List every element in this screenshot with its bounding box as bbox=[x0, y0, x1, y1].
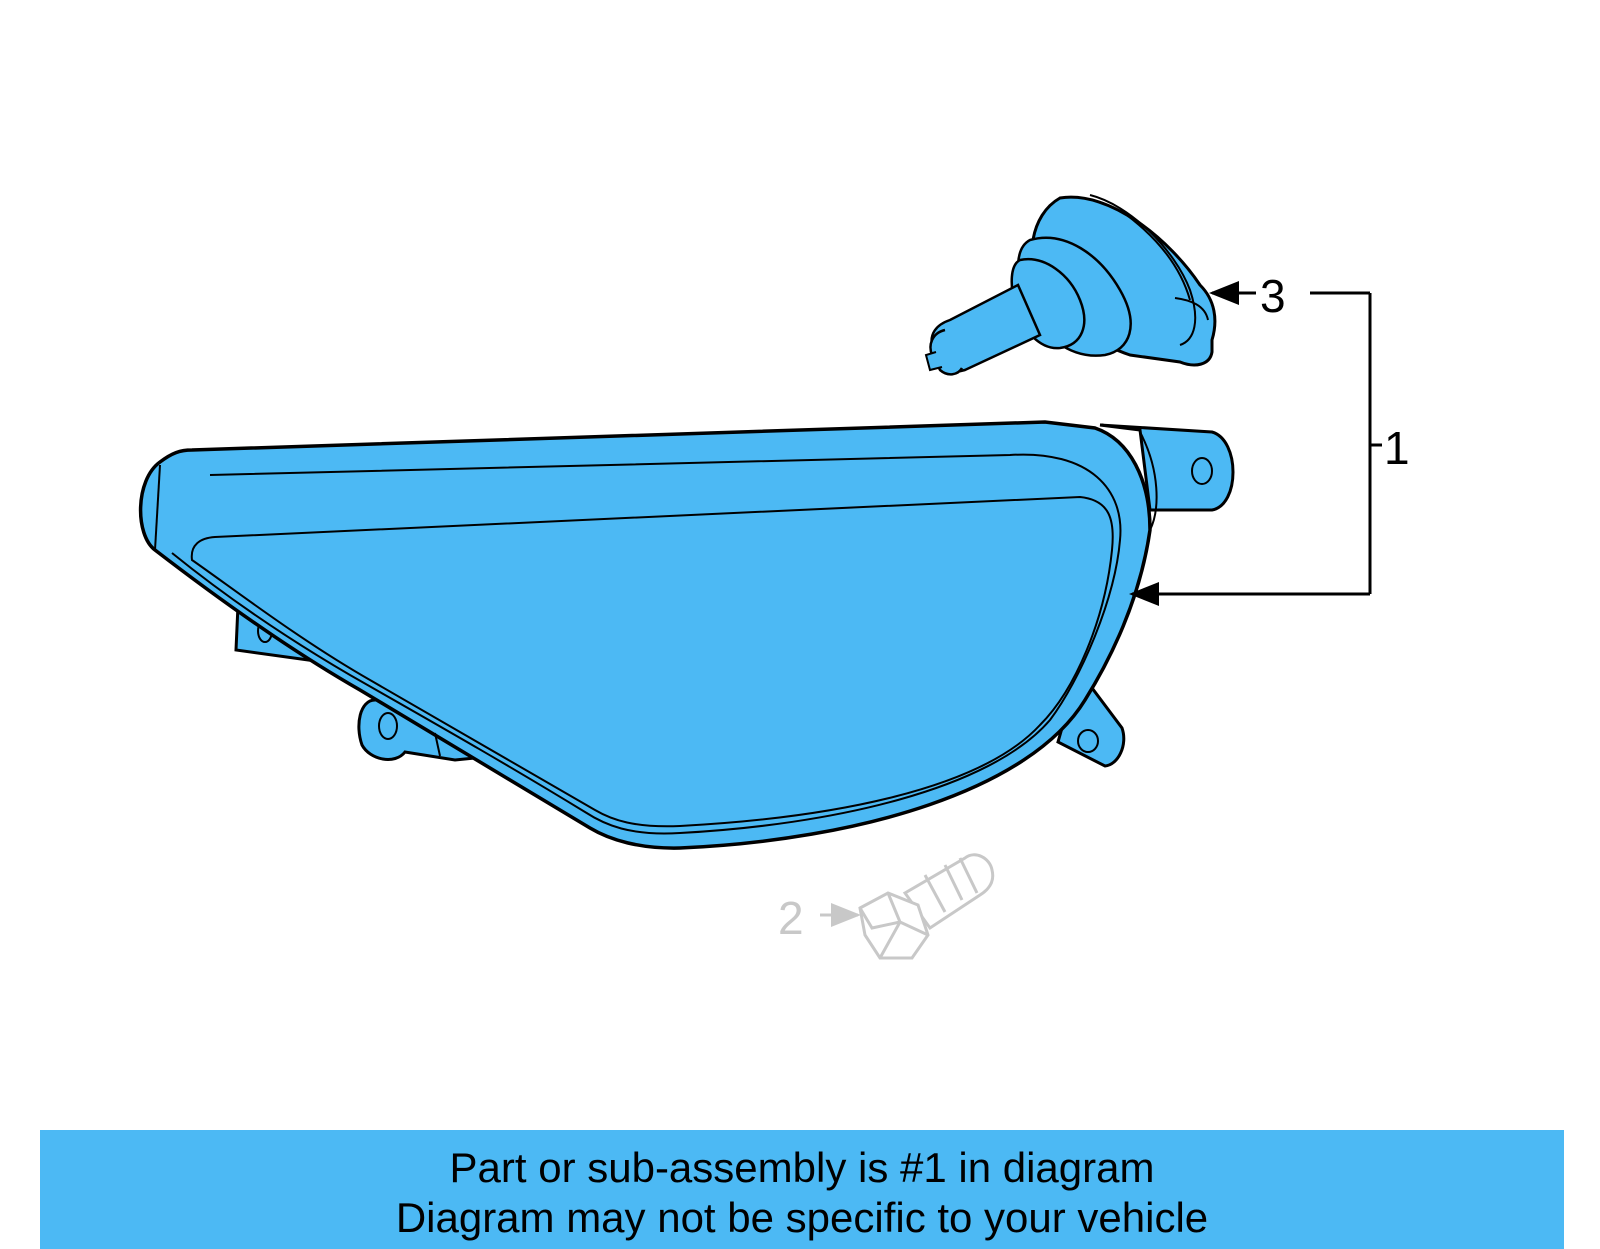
lower-mount-boss bbox=[357, 698, 479, 762]
right-lower-tab-hole bbox=[1077, 729, 1099, 753]
callout-1: 1 bbox=[1384, 422, 1410, 474]
right-upper-tab-hole bbox=[1191, 457, 1213, 485]
callout-3: 3 bbox=[1260, 270, 1286, 322]
leader-lines bbox=[820, 281, 1382, 927]
banner-line-1: Part or sub-assembly is #1 in diagram bbox=[449, 1144, 1155, 1191]
right-upper-tab bbox=[1099, 423, 1235, 512]
banner-line-2: Diagram may not be specific to your vehi… bbox=[395, 1194, 1209, 1241]
lamp-lens bbox=[190, 495, 1114, 828]
fog-lamp-assembly[interactable] bbox=[138, 420, 1235, 850]
banner-background bbox=[40, 1130, 1564, 1249]
bulb[interactable] bbox=[924, 194, 1217, 376]
lens-flange bbox=[171, 453, 1122, 835]
callout-2: 2 bbox=[778, 892, 804, 944]
bolt[interactable] bbox=[858, 853, 995, 960]
lower-boss-hole bbox=[378, 712, 398, 740]
bolt-shank bbox=[902, 853, 995, 931]
bolt-head bbox=[858, 891, 930, 960]
info-banner: Part or sub-assembly is #1 in diagram Di… bbox=[40, 1130, 1564, 1249]
